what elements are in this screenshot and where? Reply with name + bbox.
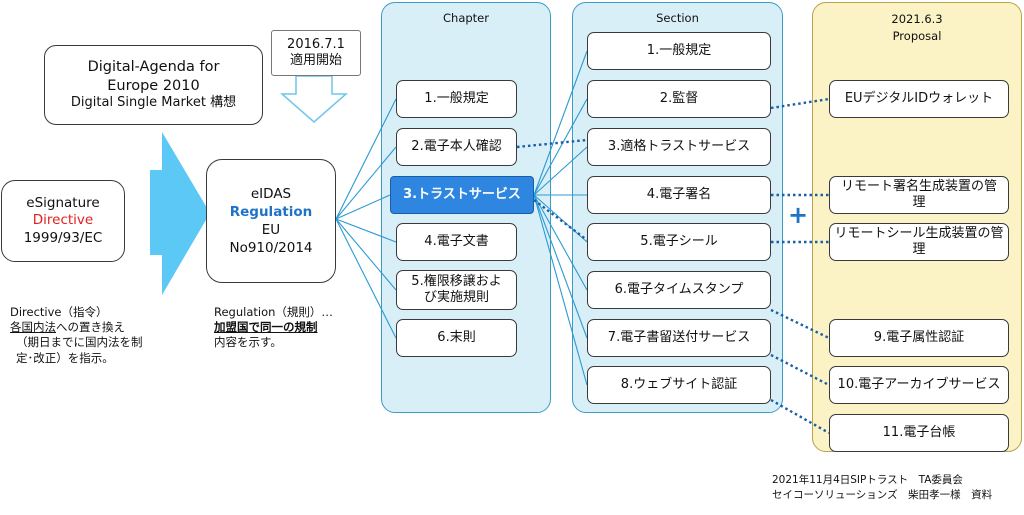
chapter-item-4: 4.電子文書 <box>396 223 517 261</box>
section-item-label: 2.監督 <box>659 90 699 106</box>
digital-agenda-line2: Europe 2010 <box>107 77 200 94</box>
dotted-links <box>516 97 830 435</box>
proposal-item-6: 11.電子台帳 <box>829 414 1009 452</box>
directive-note-line3: （期日までに国内法を制 <box>16 335 143 350</box>
eidas-eu: EU <box>261 222 281 238</box>
directive-note-underlined: 各国内法 <box>10 320 56 335</box>
section-item-label: 5.電子シール <box>640 233 718 249</box>
chapter-item-6: 6.末則 <box>396 319 517 357</box>
proposal-item-label: リモート署名生成装置の管理 <box>840 178 997 210</box>
section-item-label: 4.電子署名 <box>646 186 712 202</box>
chapter-item-label: 3.トラストサービス <box>403 186 521 202</box>
chapter-item-5: 5.権限移譲および実施規則 <box>396 270 517 310</box>
section-item-label: 8.ウェブサイト認証 <box>620 376 738 392</box>
proposal-item-label: 11.電子台帳 <box>882 424 956 440</box>
proposal-item-2: リモート署名生成装置の管理 <box>829 176 1009 214</box>
section-item-2: 2.監督 <box>587 80 771 118</box>
esignature-line1: eSignature <box>26 194 100 211</box>
section-item-7: 7.電子書留送付サービス <box>587 319 771 357</box>
esignature-box: eSignature Directive 1999/93/EC <box>1 180 125 262</box>
eidas-number: No910/2014 <box>229 240 313 257</box>
proposal-item-5: 10.電子アーカイブサービス <box>829 366 1009 404</box>
section-title: Section <box>656 11 699 25</box>
digital-agenda-line1: Digital-Agenda for <box>87 58 220 75</box>
chapter-item-label: 2.電子本人確認 <box>411 138 502 154</box>
directive-note-line2: 各国内法への置き換え <box>10 320 143 335</box>
eidas-chapter-lines <box>335 98 397 339</box>
section-item-3: 3.適格トラストサービス <box>587 128 771 166</box>
eidas-box: eIDAS Regulation EU No910/2014 <box>206 159 336 283</box>
chapter-item-label: 6.末則 <box>437 329 476 345</box>
section-item-label: 7.電子書留送付サービス <box>607 329 751 345</box>
date-label: 2016.7.1 <box>287 36 345 52</box>
date-box: 2016.7.1 適用開始 <box>271 30 361 76</box>
regulation-note-line3: 内容を示す。 <box>214 335 282 350</box>
chapter-item-label: 4.電子文書 <box>424 233 489 249</box>
regulation-note: Regulation（規則）… 加盟国で同一の規制 内容を示す。 <box>214 305 333 351</box>
section-item-1: 1.一般規定 <box>587 32 771 70</box>
section-item-6: 6.電子タイムスタンプ <box>587 271 771 309</box>
proposal-item-3: リモートシール生成装置の管理 <box>829 223 1009 261</box>
footer-credit: 2021年11月4日SIPトラスト TA委員会 セイコーソリューションズ 柴田孝… <box>772 473 992 502</box>
eidas-regulation: Regulation <box>229 203 313 220</box>
section-item-label: 3.適格トラストサービス <box>607 138 751 154</box>
proposal-item-label: EUデジタルIDウォレット <box>844 90 994 106</box>
regulation-note-underlined: 加盟国で同一の規制 <box>214 320 318 335</box>
proposal-item-label: リモートシール生成装置の管理 <box>834 225 1004 257</box>
chapter-item-1: 1.一般規定 <box>396 80 517 118</box>
regulation-note-line2: 加盟国で同一の規制 <box>214 320 333 335</box>
down-arrow-icon <box>280 75 348 123</box>
chapter-item-label: 5.権限移譲および実施規則 <box>411 273 502 305</box>
chapter-item-label: 1.一般規定 <box>424 90 489 106</box>
digital-agenda-line3: Digital Single Market 構想 <box>70 95 237 111</box>
section-item-4: 4.電子署名 <box>587 176 771 214</box>
regulation-note-line1: Regulation（規則）… <box>214 305 333 319</box>
digital-agenda-box: Digital-Agenda for Europe 2010 Digital S… <box>44 45 263 125</box>
proposal-item-4: 9.電子属性認証 <box>829 319 1009 357</box>
proposal-item-1: EUデジタルIDウォレット <box>829 80 1009 118</box>
proposal-subtitle: Proposal <box>892 28 942 43</box>
esignature-number: 1999/93/EC <box>23 229 103 246</box>
directive-note-line1: Directive（指令） <box>10 305 108 319</box>
chapter-section-lines <box>533 50 588 386</box>
big-arrow-icon <box>150 132 210 295</box>
chapter-title: Chapter <box>443 11 489 25</box>
proposal-item-label: 10.電子アーカイブサービス <box>837 376 1001 392</box>
section-item-8: 8.ウェブサイト認証 <box>587 366 771 404</box>
section-item-label: 6.電子タイムスタンプ <box>614 281 744 297</box>
date-caption: 適用開始 <box>289 53 342 68</box>
section-item-label: 1.一般規定 <box>646 42 712 58</box>
footer-line2: セイコーソリューションズ 柴田孝一様 資料 <box>772 488 993 501</box>
eidas-line1: eIDAS <box>250 185 292 202</box>
section-item-5: 5.電子シール <box>587 223 771 261</box>
footer-line1: 2021年11月4日SIPトラスト TA委員会 <box>772 474 963 486</box>
chapter-item-3-highlight: 3.トラストサービス <box>390 176 534 214</box>
directive-note-line4: 定･改正）を指示。 <box>16 350 114 365</box>
chapter-item-2: 2.電子本人確認 <box>396 128 517 166</box>
directive-note-line2-rest: への置き換え <box>56 320 125 335</box>
directive-note: Directive（指令） 各国内法への置き換え （期日までに国内法を制 定･改… <box>10 305 143 366</box>
proposal-item-label: 9.電子属性認証 <box>873 329 965 345</box>
esignature-directive: Directive <box>32 212 94 229</box>
proposal-date: 2021.6.3 <box>891 12 943 26</box>
plus-icon: + <box>788 201 809 229</box>
